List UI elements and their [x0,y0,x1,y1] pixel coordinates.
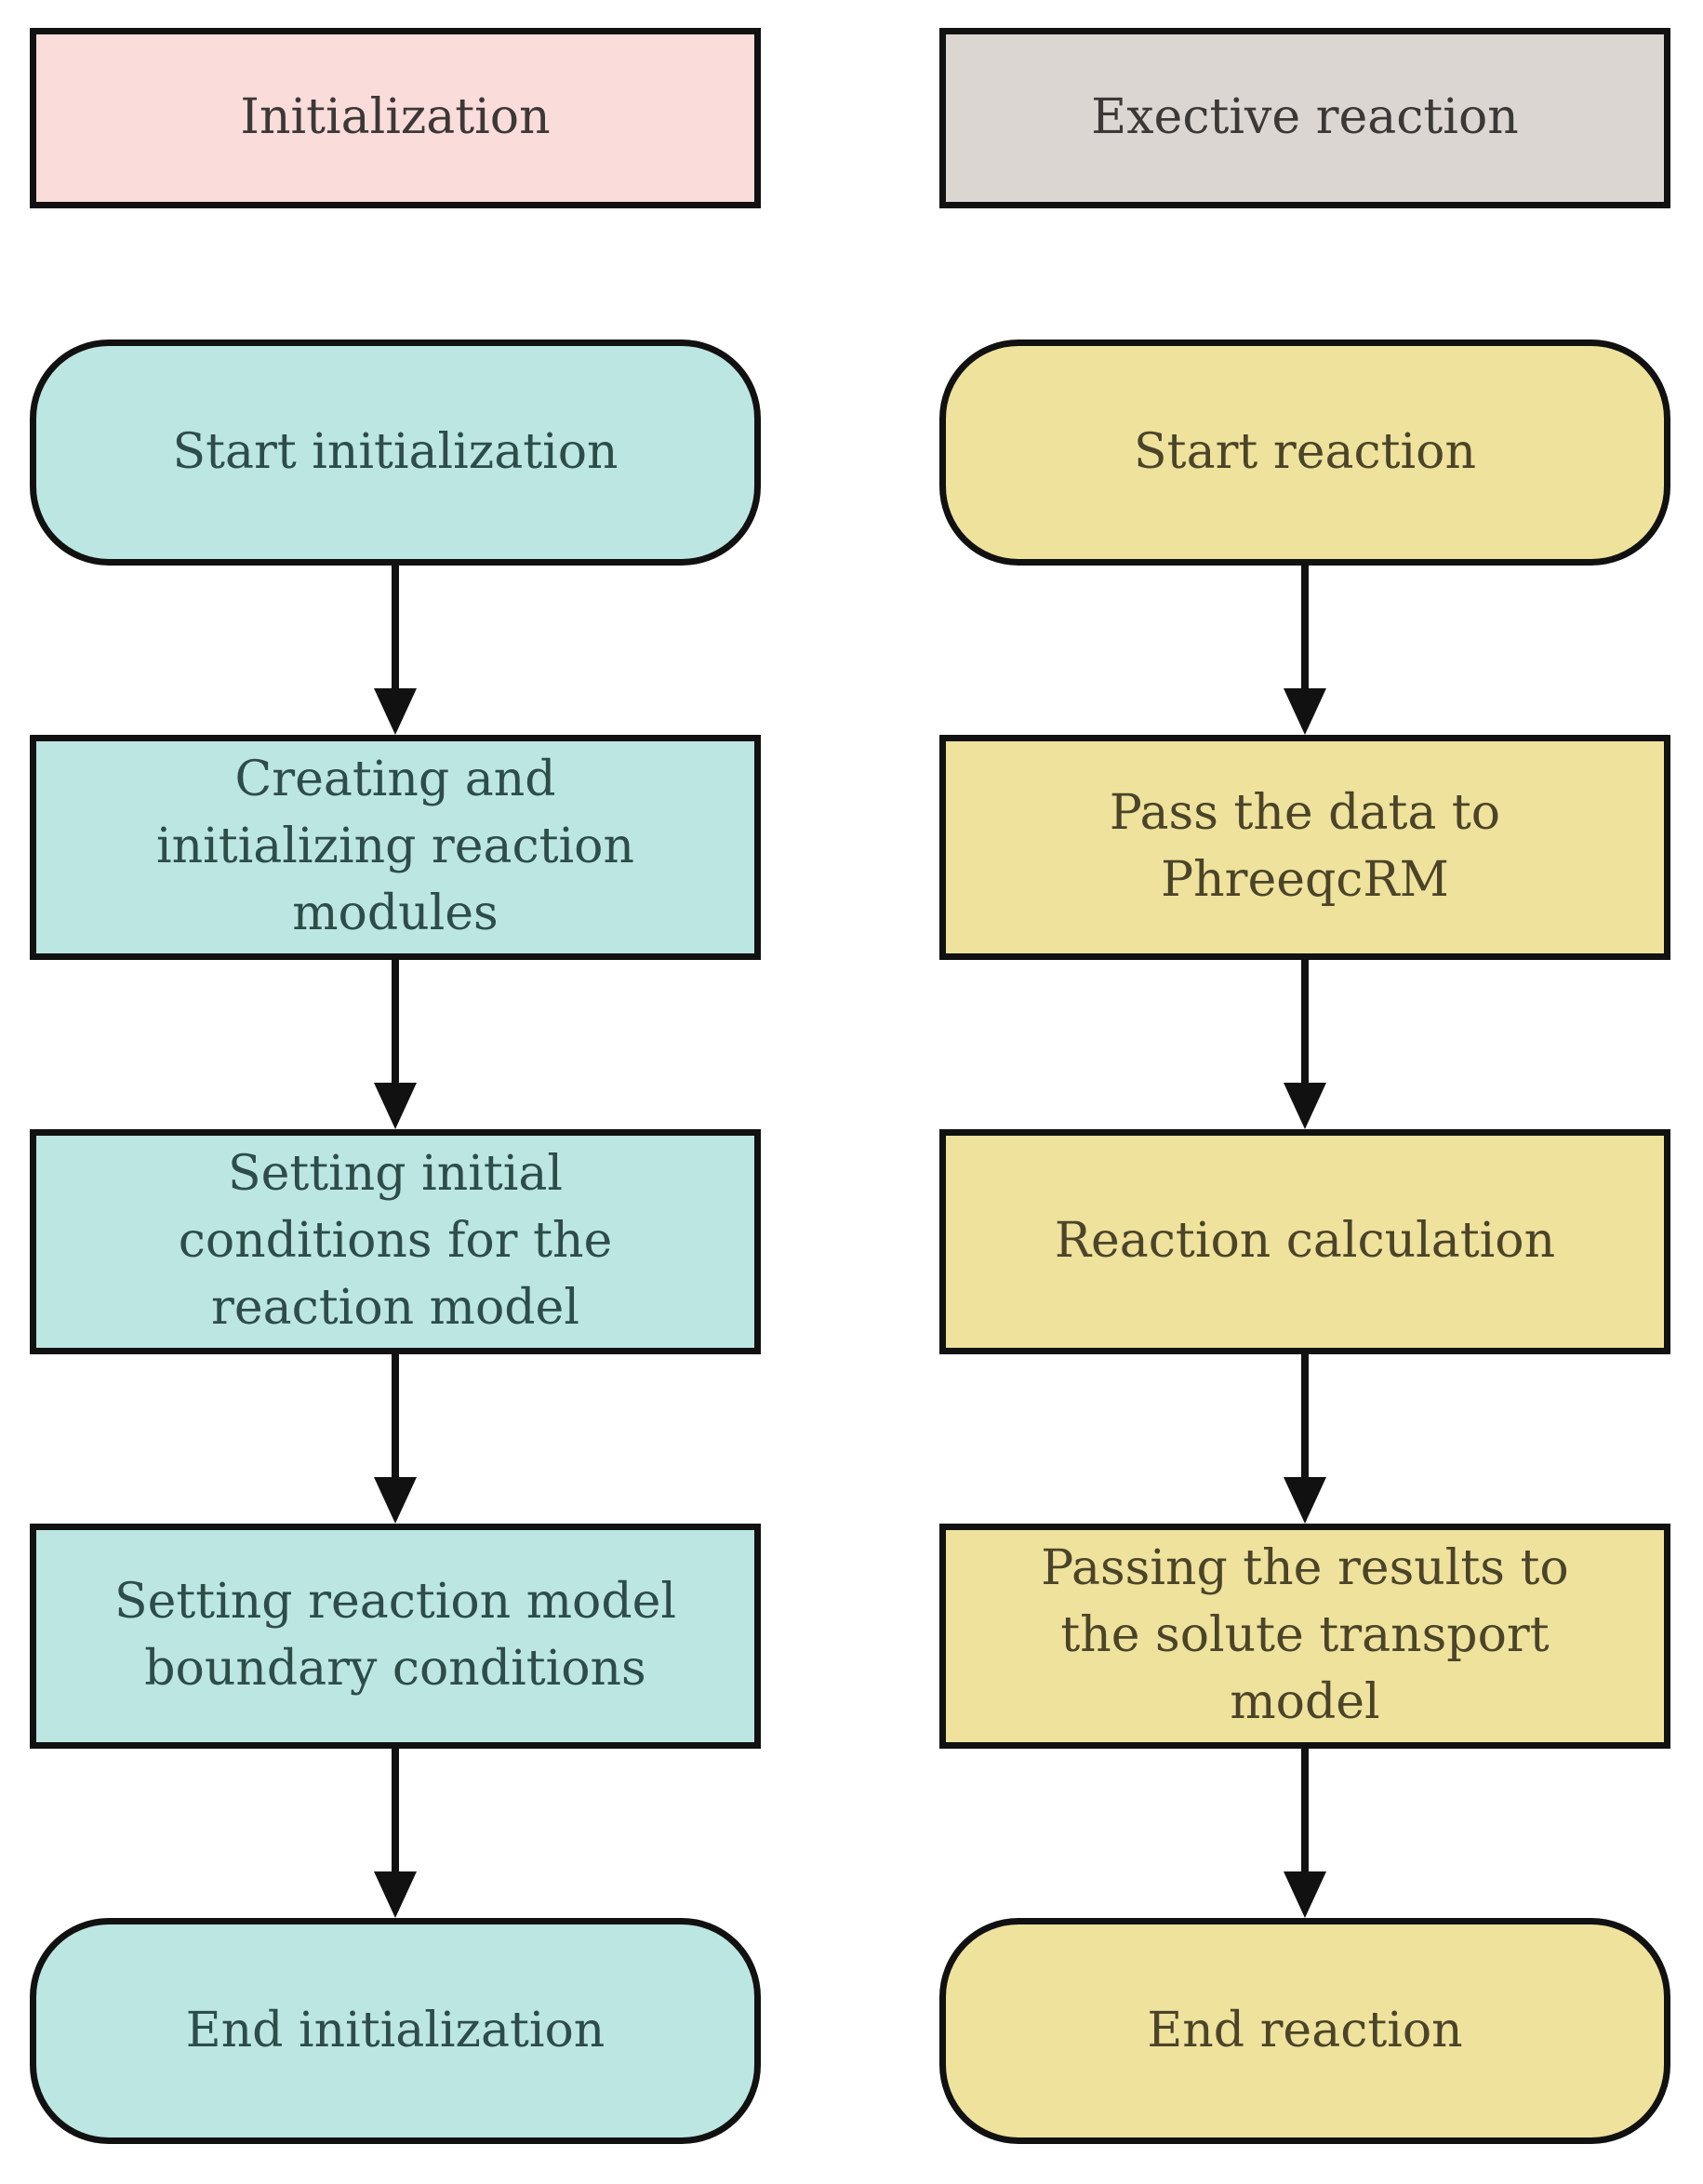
node-end-reaction: End reaction [939,1918,1670,2144]
arrow-down-icon [939,1749,1670,1918]
node-passing-results-transport: Passing the results to the solute transp… [939,1524,1670,1749]
node-reaction-calculation: Reaction calculation [939,1129,1670,1354]
arrow-shaft [392,1749,399,1875]
column-header-reaction: Exective reaction [939,28,1670,208]
spacer [939,208,1670,340]
arrow-shaft [392,566,399,692]
node-label: End reaction [1147,2002,1463,2058]
arrow-head [374,1083,417,1129]
header-label: Exective reaction [1091,89,1519,146]
node-creating-initializing-modules: Creating and initializing reaction modul… [30,735,761,960]
node-label: Setting initial conditions for the react… [178,1146,613,1336]
arrow-down-icon [30,1749,761,1918]
node-label: Creating and initializing reaction modul… [156,752,634,941]
arrow-head [374,688,417,735]
arrow-head [1284,1083,1326,1129]
node-setting-initial-conditions: Setting initial conditions for the react… [30,1129,761,1354]
arrow-head [1284,1871,1326,1918]
arrow-head [1284,1477,1326,1524]
arrow-down-icon [939,960,1670,1129]
node-label: Reaction calculation [1054,1213,1556,1270]
node-label: Start reaction [1134,423,1476,480]
node-label: End initialization [185,2002,605,2058]
arrow-down-icon [30,960,761,1129]
header-label: Initialization [240,89,551,146]
arrow-shaft [1301,960,1309,1086]
arrow-head [374,1871,417,1918]
column-header-initialization: Initialization [30,28,761,208]
node-label: Start initialization [172,423,619,480]
arrow-shaft [1301,566,1309,692]
node-start-initialization: Start initialization [30,340,761,566]
node-label: Passing the results to the solute transp… [1041,1540,1569,1730]
node-label: Setting reaction model boundary conditio… [113,1574,677,1697]
arrow-head [374,1477,417,1524]
node-start-reaction: Start reaction [939,340,1670,566]
node-pass-data-phreeqcrm: Pass the data to PhreeqcRM [939,735,1670,960]
node-end-initialization: End initialization [30,1918,761,2144]
node-label: Pass the data to PhreeqcRM [1109,785,1501,908]
node-setting-boundary-conditions: Setting reaction model boundary conditio… [30,1524,761,1749]
reaction-column: Exective reaction Start reaction Pass th… [939,28,1670,2144]
arrow-down-icon [939,566,1670,735]
spacer [30,208,761,340]
initialization-column: Initialization Start initialization Crea… [30,28,761,2144]
arrow-shaft [1301,1354,1309,1481]
arrow-shaft [392,1354,399,1481]
arrow-down-icon [30,566,761,735]
arrow-down-icon [939,1354,1670,1524]
arrow-down-icon [30,1354,761,1524]
arrow-shaft [1301,1749,1309,1875]
arrow-head [1284,688,1326,735]
arrow-shaft [392,960,399,1086]
